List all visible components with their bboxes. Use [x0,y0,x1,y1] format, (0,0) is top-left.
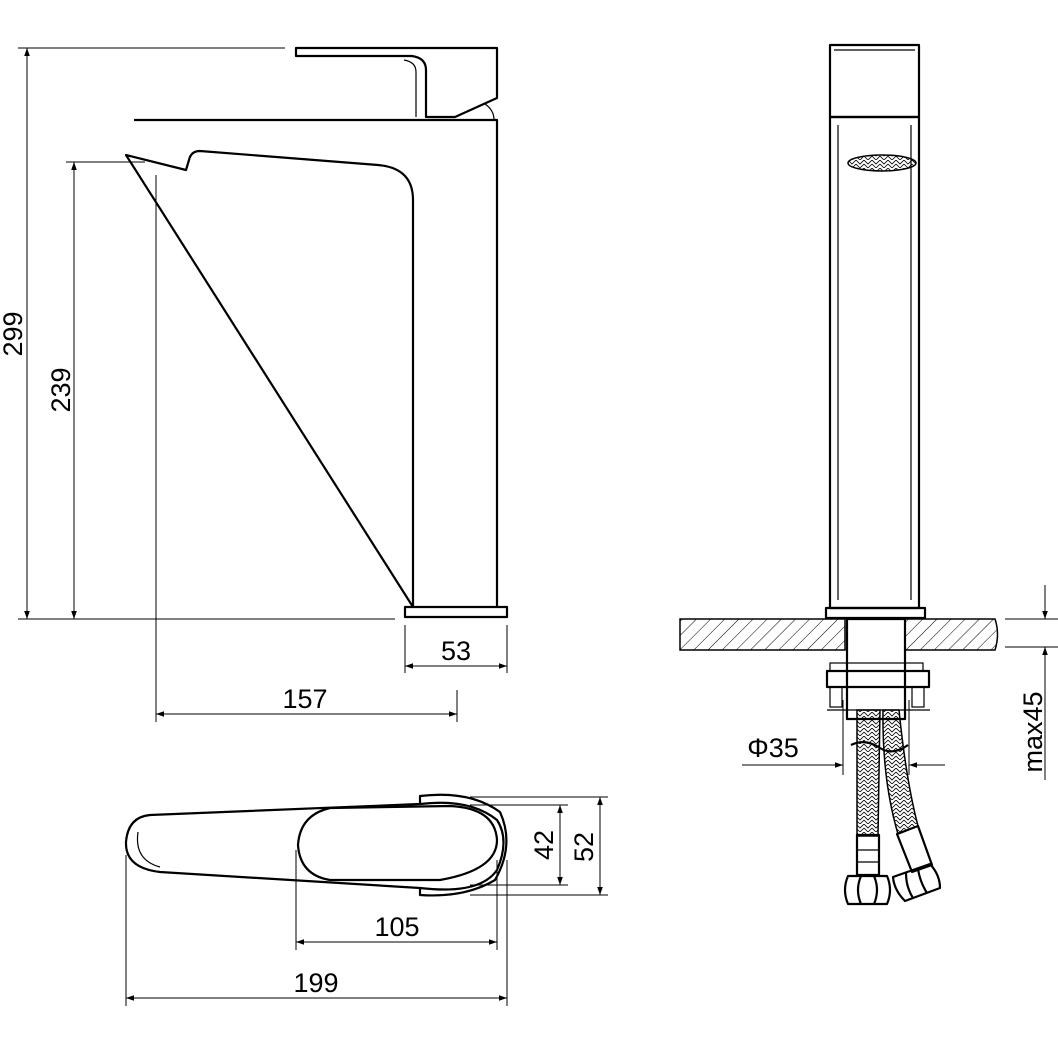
faucet-body [124,118,499,609]
shank [845,617,907,721]
dimension-label-299: 299 [0,311,28,356]
lever-front [828,43,921,119]
mounting-washer [829,662,924,672]
dimension-label-52: 52 [569,832,599,862]
countertop-right [904,618,999,651]
lever-pivot-arc [484,103,495,121]
front-view: Φ35 max45 [679,43,1058,906]
handle-top [296,804,499,882]
mounting-nut [825,669,931,689]
dimension-label-199: 199 [293,968,338,998]
dimension-label-53: 53 [441,636,471,666]
dimension-label-42: 42 [529,830,559,860]
side-view: 299 239 157 53 [0,46,509,722]
aerator [847,154,917,172]
dimension-label-157: 157 [282,684,327,714]
hex-fitting-right [891,862,942,903]
spout-top [124,801,505,891]
cap-outline [418,793,508,897]
body-front [828,115,921,610]
lever-handle [294,46,499,119]
dimension-label-max45: max45 [1018,691,1048,772]
top-view: 42 52 105 199 [124,793,608,1006]
hose-left [856,709,881,837]
countertop-left [679,618,846,651]
dimension-label-phi35: Φ35 [747,733,799,763]
dimension-label-239: 239 [46,367,76,412]
base-plate [403,605,509,619]
lever-inner-line [403,59,417,117]
hex-fitting-left [843,874,892,906]
hose-right [882,709,919,836]
dimension-label-105: 105 [374,912,419,942]
